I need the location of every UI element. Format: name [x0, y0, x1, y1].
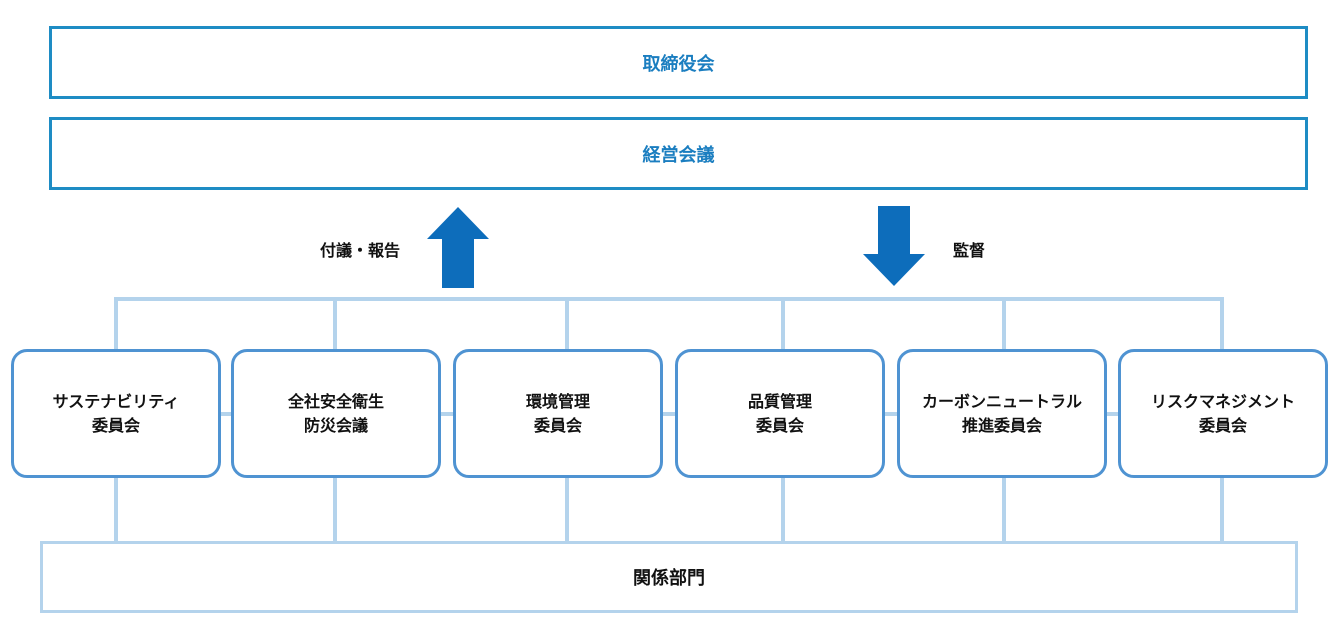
committee-name: 全社安全衛生	[287, 391, 384, 411]
related-departments-label: 関係部門	[633, 568, 705, 589]
committee-type: 推進委員会	[961, 415, 1042, 435]
management-meeting-box: 経営会議	[49, 117, 1308, 190]
committee-type: 委員会	[1198, 415, 1247, 435]
committee-type: 委員会	[91, 415, 140, 435]
board-of-directors-box: 取締役会	[49, 26, 1308, 99]
board-of-directors-label: 取締役会	[642, 53, 715, 75]
committee-type: 委員会	[533, 415, 582, 435]
related-departments-box: 関係部門	[40, 541, 1298, 613]
committee-name: 品質管理	[747, 391, 812, 411]
top-connector-line	[114, 297, 1224, 301]
committee-type: 委員会	[755, 415, 804, 435]
committee-name: サステナビリティ	[52, 391, 180, 411]
committee-name: リスクマネジメント	[1150, 391, 1295, 411]
committee-type: 防災会議	[303, 415, 368, 435]
committee-quality: 品質管理 委員会	[675, 349, 885, 478]
committee-safety-health: 全社安全衛生 防災会議	[231, 349, 441, 478]
committee-environment: 環境管理 委員会	[453, 349, 663, 478]
committee-risk-management: リスクマネジメント 委員会	[1118, 349, 1328, 478]
up-arrow-label: 付議・報告	[320, 241, 401, 260]
management-meeting-label: 経営会議	[642, 144, 715, 166]
up-arrow-icon	[427, 207, 489, 288]
middle-connector-line	[114, 412, 1224, 416]
down-arrow-label: 監督	[953, 241, 986, 260]
committee-name: 環境管理	[525, 391, 590, 411]
committee-sustainability: サステナビリティ 委員会	[11, 349, 221, 478]
committee-name: カーボンニュートラル	[921, 391, 1082, 411]
committee-carbon-neutral: カーボンニュートラル 推進委員会	[897, 349, 1107, 478]
down-arrow-icon	[863, 206, 925, 286]
